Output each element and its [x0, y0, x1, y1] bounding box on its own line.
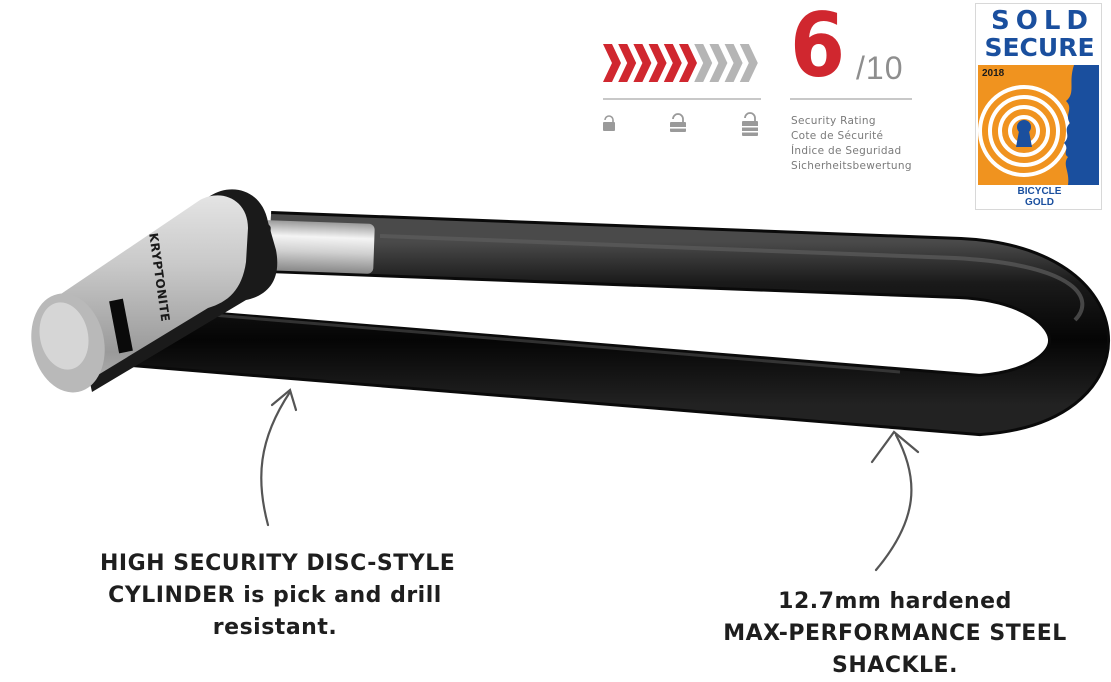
lock-body: [31, 189, 278, 393]
rating-divider: [603, 98, 761, 100]
padlock-large-icon: [742, 112, 758, 136]
sold-secure-badge: SOLD SECURE 2018 BICYCLE GOLD: [975, 3, 1102, 210]
padlock-medium-icon: [670, 113, 686, 132]
shackle-callout: 12.7mm hardened MAX-PERFORMANCE STEEL SH…: [720, 586, 1070, 682]
cylinder-callout-line: CYLINDER is pick and drill: [108, 583, 442, 608]
rating-chevron-active: [663, 44, 682, 82]
rating-chevron-inactive: [709, 44, 728, 82]
badge-title-line2: SECURE: [984, 33, 1095, 62]
cylinder-callout-line: HIGH SECURITY DISC-STYLE: [100, 551, 456, 576]
security-rating-score: 6: [790, 0, 846, 97]
shackle-callout-line: 12.7mm hardened: [778, 589, 1012, 614]
security-rating-labels: Security Rating Cote de Sécurité Índice …: [791, 114, 912, 174]
rating-chevron-inactive: [724, 44, 743, 82]
cylinder-callout: HIGH SECURITY DISC-STYLE CYLINDER is pic…: [100, 548, 456, 644]
padlock-small-icon: [603, 115, 615, 131]
badge-title-line1: SOLD: [991, 6, 1094, 36]
rating-chevron-active: [618, 44, 637, 82]
badge-category: BICYCLE: [1017, 186, 1062, 197]
security-rating-chevrons: [603, 44, 758, 82]
steel-shackle: [117, 211, 1110, 437]
shackle-callout-line: MAX-PERFORMANCE STEEL: [723, 621, 1067, 646]
rating-chevron-active: [633, 44, 652, 82]
shackle-callout-line: SHACKLE.: [832, 653, 958, 678]
badge-grade: GOLD: [1025, 197, 1054, 208]
rating-chevron-inactive: [739, 44, 758, 82]
rating-label-de: Sicherheitsbewertung: [791, 160, 912, 172]
cylinder-arrow-icon: [260, 388, 298, 527]
rating-chevron-active: [648, 44, 667, 82]
rating-label-en: Security Rating: [791, 115, 876, 127]
rating-label-es: Índice de Seguridad: [791, 145, 902, 157]
rating-label-fr: Cote de Sécurité: [791, 130, 884, 142]
badge-year: 2018: [982, 68, 1005, 79]
rating-chevron-active: [679, 44, 697, 82]
keyhole-target-icon: [978, 65, 1099, 185]
rating-chevron-inactive: [694, 44, 713, 82]
cylinder-callout-line: resistant.: [212, 615, 338, 640]
rating-chevron-active: [603, 44, 621, 82]
shackle-arrow-icon: [870, 430, 920, 572]
security-rating-max: /10: [856, 50, 904, 86]
rating-divider: [790, 98, 912, 100]
badge-emblem: 2018: [978, 65, 1099, 185]
